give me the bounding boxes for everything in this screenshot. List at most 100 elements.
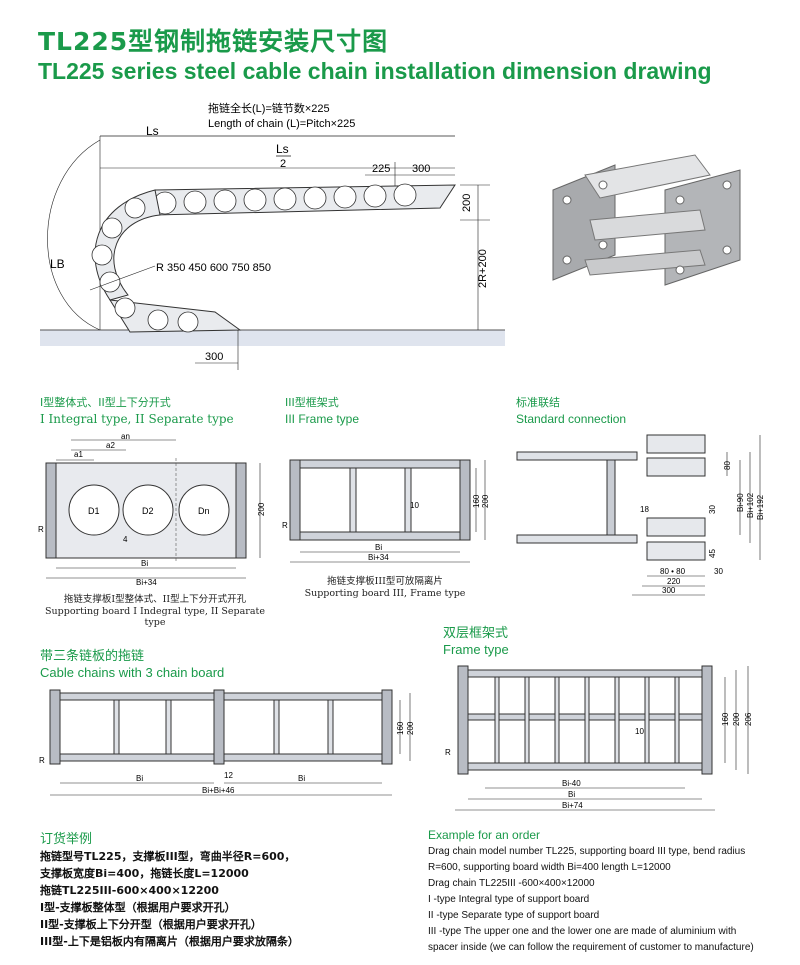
- integral-drawing: an a2 a1 D1 D2 Dn 4 R 200 Bi Bi+34: [38, 432, 266, 587]
- formula-en: Length of chain (L)=Pitch×225: [208, 118, 355, 130]
- double-label-bi: Bi: [568, 790, 575, 799]
- double-label-r: R: [445, 748, 451, 757]
- frame-caption-cn: 拖链支撑板III型可放隔离片: [327, 576, 443, 587]
- std-label-30a: 30: [708, 505, 717, 514]
- three-label-160: 160: [396, 721, 405, 735]
- frame-title-cn: III型框架式: [285, 396, 339, 409]
- std-label-bi90: Bi-90: [736, 493, 745, 512]
- ls-label: Ls: [146, 124, 159, 138]
- order-en-line: I -type Integral type of support board: [428, 894, 590, 905]
- order-cn-heading: 订货举例: [40, 832, 93, 847]
- page-title-en: TL225 series steel cable chain installat…: [38, 58, 712, 84]
- order-en-line: spacer inside (we can follow the require…: [428, 942, 754, 953]
- formula-cn: 拖链全长(L)=链节数×225: [208, 101, 330, 115]
- label-d1: D1: [88, 506, 100, 516]
- dim-200: 200: [461, 194, 473, 212]
- frame-drawing: 10 R 160 200 Bi Bi+34: [282, 459, 490, 563]
- order-cn-line: 拖链TL225III-600×400×12200: [40, 884, 219, 897]
- bracket-middle-bar: [589, 209, 706, 241]
- bracket-holes: [562, 180, 732, 275]
- std-label-80: 80: [723, 461, 732, 470]
- double-label-206: 206: [744, 712, 753, 726]
- order-cn-line: 支撑板宽度Bi=400，拖链长度L=12000: [40, 867, 249, 880]
- three-label-bi46: Bi+Bi+46: [202, 786, 235, 795]
- chain-lower-run: [109, 299, 242, 333]
- frame-label-200: 200: [481, 494, 490, 508]
- dim-300-bottom: 300: [205, 351, 223, 363]
- dim-225: 225: [372, 163, 390, 175]
- dim-300-top: 300: [412, 163, 430, 175]
- label-bi: Bi: [141, 559, 148, 568]
- standard-title-cn: 标准联结: [516, 396, 560, 409]
- standard-title-en: Standard connection: [516, 412, 627, 426]
- order-cn-line: 拖链型号TL225，支撑板III型，弯曲半径R=600，: [40, 850, 296, 863]
- three-label-200: 200: [406, 721, 415, 735]
- chain-lower-links: [114, 297, 199, 333]
- radius-values: R 350 450 600 750 850: [156, 262, 271, 274]
- lb-label: LB: [50, 257, 65, 271]
- std-label-18: 18: [640, 505, 649, 514]
- bracket-top-bar: [584, 154, 711, 199]
- double-label-bi40: Bi-40: [562, 779, 581, 788]
- three-label-r: R: [39, 756, 45, 765]
- order-en-line: Drag chain model number TL225, supportin…: [428, 846, 746, 857]
- double-label-10: 10: [635, 727, 644, 736]
- label-200: 200: [257, 502, 266, 516]
- label-an: an: [121, 432, 130, 441]
- floor: [40, 330, 505, 346]
- order-en-line: R=600, supporting board width Bi=400 len…: [428, 862, 671, 873]
- frame-label-10: 10: [410, 501, 419, 510]
- three-chain-drawing: R 160 200 Bi 12 Bi Bi+Bi+46: [39, 689, 415, 796]
- double-frame-drawing: R 10 160 200 206 Bi-40 Bi Bi+74: [445, 665, 753, 811]
- frame-label-bi: Bi: [375, 543, 382, 552]
- frame-label-r: R: [282, 521, 288, 530]
- double-title-en: Frame type: [443, 642, 509, 657]
- frame-title-en: III Frame type: [285, 412, 360, 426]
- frame-label-160: 160: [472, 494, 481, 508]
- std-label-bi192: Bi+192: [756, 494, 765, 520]
- installation-drawing: 拖链全长(L)=链节数×225 Length of chain (L)=Pitc…: [40, 101, 505, 370]
- ls2-den: 2: [280, 158, 286, 170]
- bracket-3d-image: [552, 154, 741, 286]
- std-label-300: 300: [662, 586, 676, 595]
- radius-line: [89, 265, 156, 291]
- order-cn-text: 拖链型号TL225，支撑板III型，弯曲半径R=600， 支撑板宽度Bi=400…: [40, 848, 400, 950]
- order-en-heading: Example for an order: [428, 828, 541, 842]
- label-4: 4: [123, 535, 128, 544]
- order-en-line: Drag chain TL225III -600×400×12000: [428, 878, 595, 889]
- integral-title-cn: I型整体式、II型上下分开式: [40, 396, 171, 409]
- std-label-bi102: Bi+102: [746, 492, 755, 518]
- three-label-12: 12: [224, 771, 233, 780]
- integral-caption-cn: 拖链支撑板I型整体式、II型上下分开式开孔: [63, 594, 247, 605]
- order-en-line: III -type The upper one and the lower on…: [428, 926, 737, 937]
- double-label-160: 160: [721, 712, 730, 726]
- label-r: R: [38, 525, 44, 534]
- chain-upper-links: [153, 183, 417, 215]
- double-label-200: 200: [732, 712, 741, 726]
- chain-bend-links: [91, 197, 146, 293]
- label-bi34: Bi+34: [136, 578, 157, 587]
- std-label-220: 220: [667, 577, 681, 586]
- three-label-bi-left: Bi: [136, 774, 143, 783]
- page-title-cn: TL225型钢制拖链安装尺寸图: [38, 27, 389, 56]
- std-label-45: 45: [708, 549, 717, 558]
- label-dn: Dn: [198, 506, 210, 516]
- double-title-cn: 双层框架式: [443, 626, 509, 641]
- order-cn-line: III型-上下是铝板内有隔离片（根据用户要求放隔条）: [40, 935, 299, 948]
- integral-caption-en: Supporting board I Indegral type, II Sep…: [45, 606, 265, 628]
- three-title-cn: 带三条链板的拖链: [40, 649, 145, 664]
- integral-title-en: I Integral type, II Separate type: [40, 412, 234, 426]
- order-en-text: Drag chain model number TL225, supportin…: [428, 844, 790, 956]
- std-label-30b: 30: [714, 567, 723, 576]
- dim-2r200: 2R+200: [477, 249, 489, 288]
- order-cn-line: I型-支撑板整体型（根据用户要求开孔）: [40, 901, 236, 914]
- label-a2: a2: [106, 441, 115, 450]
- three-label-bi-right: Bi: [298, 774, 305, 783]
- order-en-line: II -type Separate type of support board: [428, 910, 600, 921]
- three-title-en: Cable chains with 3 chain board: [40, 665, 225, 680]
- double-label-bi74: Bi+74: [562, 801, 583, 810]
- bracket-bottom-bar: [584, 249, 706, 276]
- order-cn-line: II型-支撑板上下分开型（根据用户要求开孔）: [40, 918, 262, 931]
- std-label-8080: 80 • 80: [660, 567, 686, 576]
- label-d2: D2: [142, 506, 154, 516]
